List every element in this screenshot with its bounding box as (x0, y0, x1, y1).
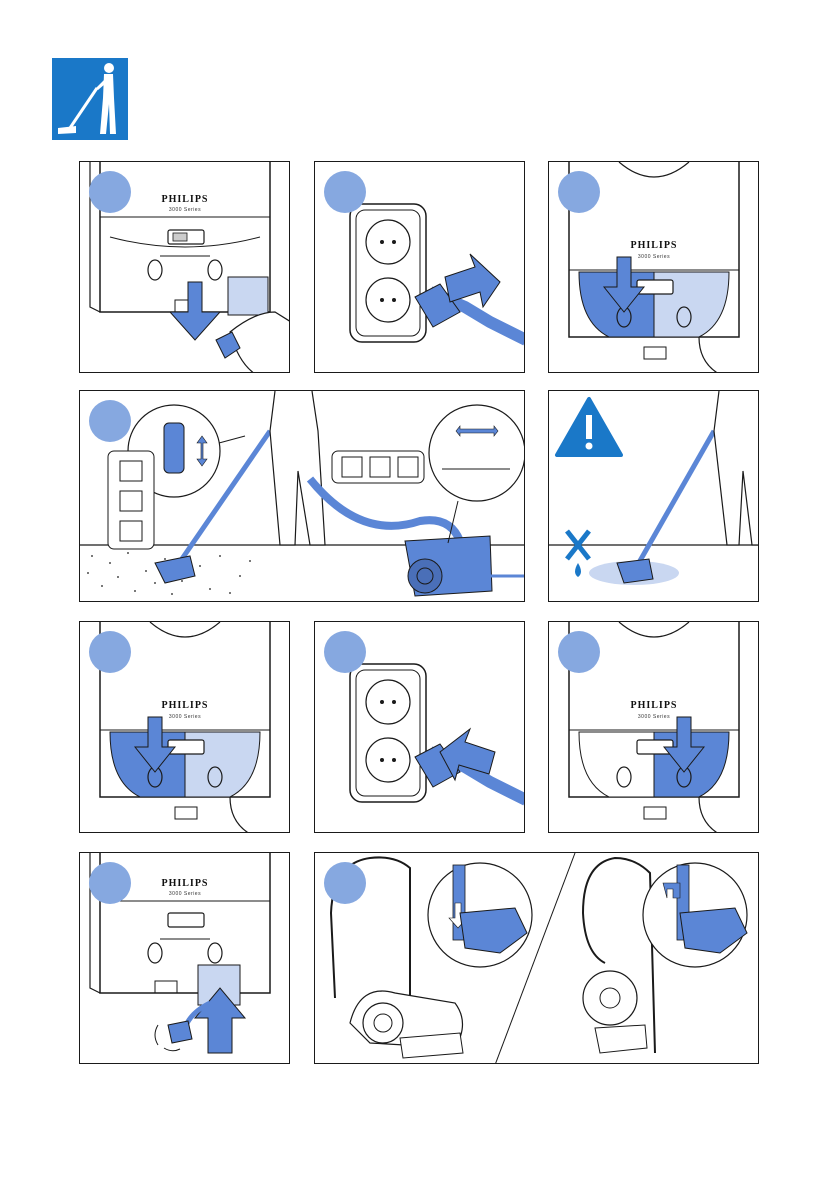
panel-step-plug-in (314, 161, 525, 373)
panel-step-cord-rewind: PHILIPS 3000 Series (79, 852, 290, 1064)
appliance-brand: PHILIPS (145, 878, 225, 889)
step-badge (324, 862, 366, 904)
appliance-brand: PHILIPS (614, 240, 694, 251)
step-badge (89, 400, 131, 442)
appliance-brand: PHILIPS (614, 700, 694, 711)
step-badge (324, 631, 366, 673)
step-badge (558, 631, 600, 673)
panel-step-unplug (314, 621, 525, 833)
panel-step-switch-on: PHILIPS 3000 Series (548, 161, 759, 373)
vacuuming-person-icon (52, 58, 128, 140)
step-badge (89, 862, 131, 904)
appliance-model: 3000 Series (145, 714, 225, 720)
step-badge (89, 171, 131, 213)
appliance-model: 3000 Series (145, 891, 225, 897)
panel-step-park-tube (314, 852, 759, 1064)
appliance-model: 3000 Series (145, 207, 225, 213)
panel-warning-no-wet (548, 390, 759, 602)
panel-step-rewind-press: PHILIPS 3000 Series (548, 621, 759, 833)
appliance-model: 3000 Series (614, 714, 694, 720)
step-badge (324, 171, 366, 213)
appliance-brand: PHILIPS (145, 700, 225, 711)
appliance-model: 3000 Series (614, 254, 694, 260)
step-badge (558, 171, 600, 213)
panel-step-unwind-cord: PHILIPS 3000 Series (79, 161, 290, 373)
panel-step-select-floor (79, 390, 525, 602)
step-badge (89, 631, 131, 673)
appliance-brand: PHILIPS (145, 194, 225, 205)
panel-step-switch-off: PHILIPS 3000 Series (79, 621, 290, 833)
